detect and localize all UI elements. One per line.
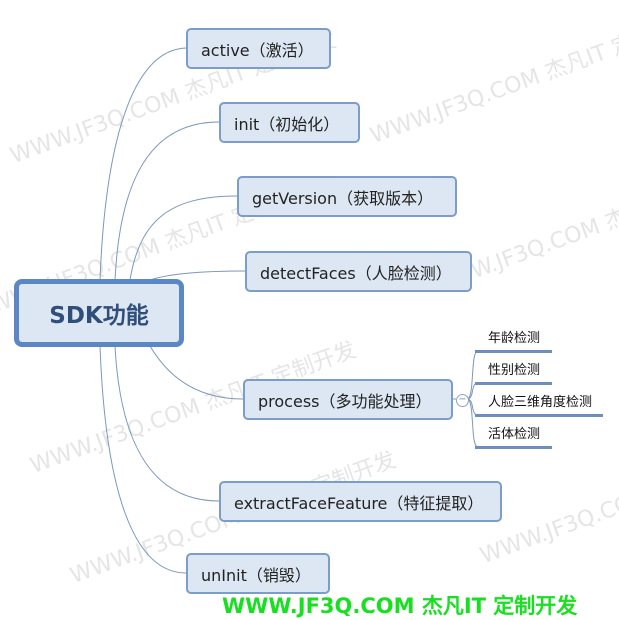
node-label: unInit（销毁） xyxy=(201,565,311,585)
subnode-gender[interactable]: 性别检测 xyxy=(475,362,552,385)
node-extractfacefeature[interactable]: extractFaceFeature（特征提取） xyxy=(219,481,502,522)
node-uninit[interactable]: unInit（销毁） xyxy=(186,553,330,594)
node-label: active（激活） xyxy=(201,40,314,60)
node-label: process（多功能处理） xyxy=(258,391,432,411)
subnode-face-3d-angle[interactable]: 人脸三维角度检测 xyxy=(475,394,603,417)
node-label: getVersion（获取版本） xyxy=(252,188,434,208)
root-node[interactable]: SDK功能 xyxy=(14,279,184,347)
root-label: SDK功能 xyxy=(49,303,149,329)
node-label: extractFaceFeature（特征提取） xyxy=(234,493,484,513)
node-label: init（初始化） xyxy=(234,114,340,134)
node-process[interactable]: process（多功能处理） xyxy=(243,379,453,420)
node-label: detectFaces（人脸检测） xyxy=(260,263,452,283)
node-getversion[interactable]: getVersion（获取版本） xyxy=(237,176,457,217)
node-detectfaces[interactable]: detectFaces（人脸检测） xyxy=(245,251,472,292)
node-init[interactable]: init（初始化） xyxy=(219,102,360,143)
collapse-toggle-icon[interactable]: − xyxy=(456,394,469,407)
node-active[interactable]: active（激活） xyxy=(186,28,331,69)
footer-watermark-text: WWW.JF3Q.COM 杰凡IT 定制开发 xyxy=(222,594,578,618)
subnode-liveness[interactable]: 活体检测 xyxy=(475,426,552,449)
subnode-age[interactable]: 年龄检测 xyxy=(475,330,552,353)
